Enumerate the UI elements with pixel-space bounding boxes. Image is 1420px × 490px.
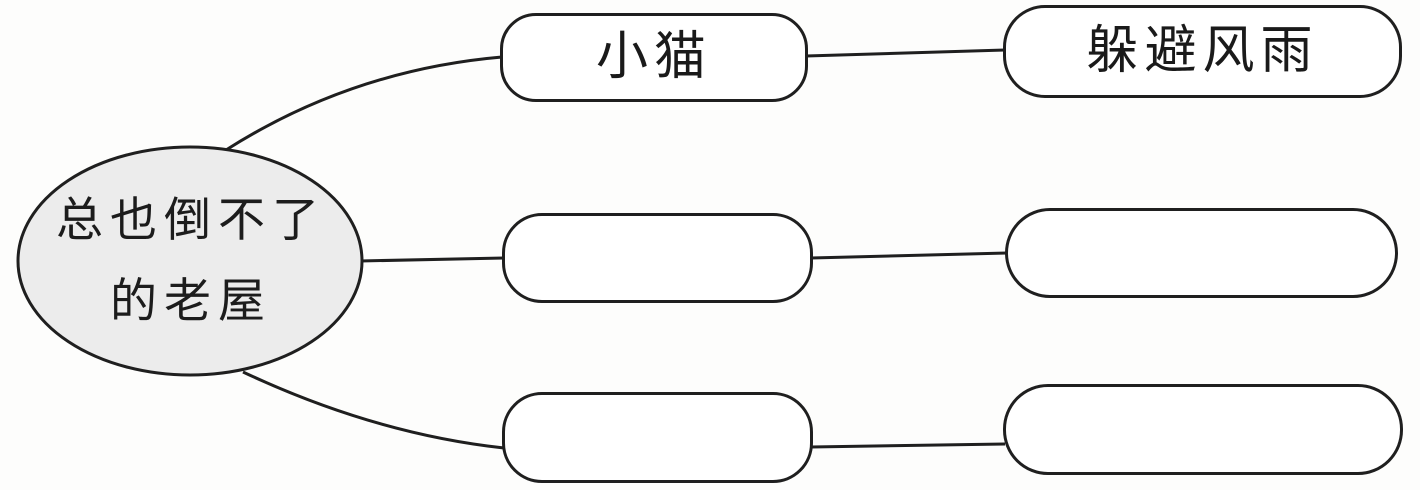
row3-purpose-blank[interactable]	[1003, 384, 1403, 475]
branch-line-middle	[359, 256, 505, 263]
branch-curve-bottom	[242, 370, 505, 450]
link-line-row1	[805, 48, 1006, 58]
branch-curve-top	[225, 55, 503, 152]
row1-purpose-box: 躲避风雨	[1003, 5, 1402, 98]
row2-purpose-blank[interactable]	[1005, 208, 1398, 298]
row1-purpose-label: 躲避风雨	[1086, 22, 1319, 80]
row1-character-box: 小猫	[500, 13, 808, 102]
row2-character-blank[interactable]	[502, 213, 813, 303]
root-label-line2: 的老屋	[110, 276, 272, 328]
root-node-label: 总也倒不了 的老屋	[18, 147, 364, 377]
link-line-row3	[810, 442, 1006, 449]
row3-character-blank[interactable]	[502, 392, 813, 483]
root-node-ellipse	[16, 145, 364, 377]
link-line-row2	[810, 251, 1008, 260]
row1-character-label: 小猫	[595, 28, 712, 86]
root-label-line1: 总也倒不了	[56, 195, 326, 247]
